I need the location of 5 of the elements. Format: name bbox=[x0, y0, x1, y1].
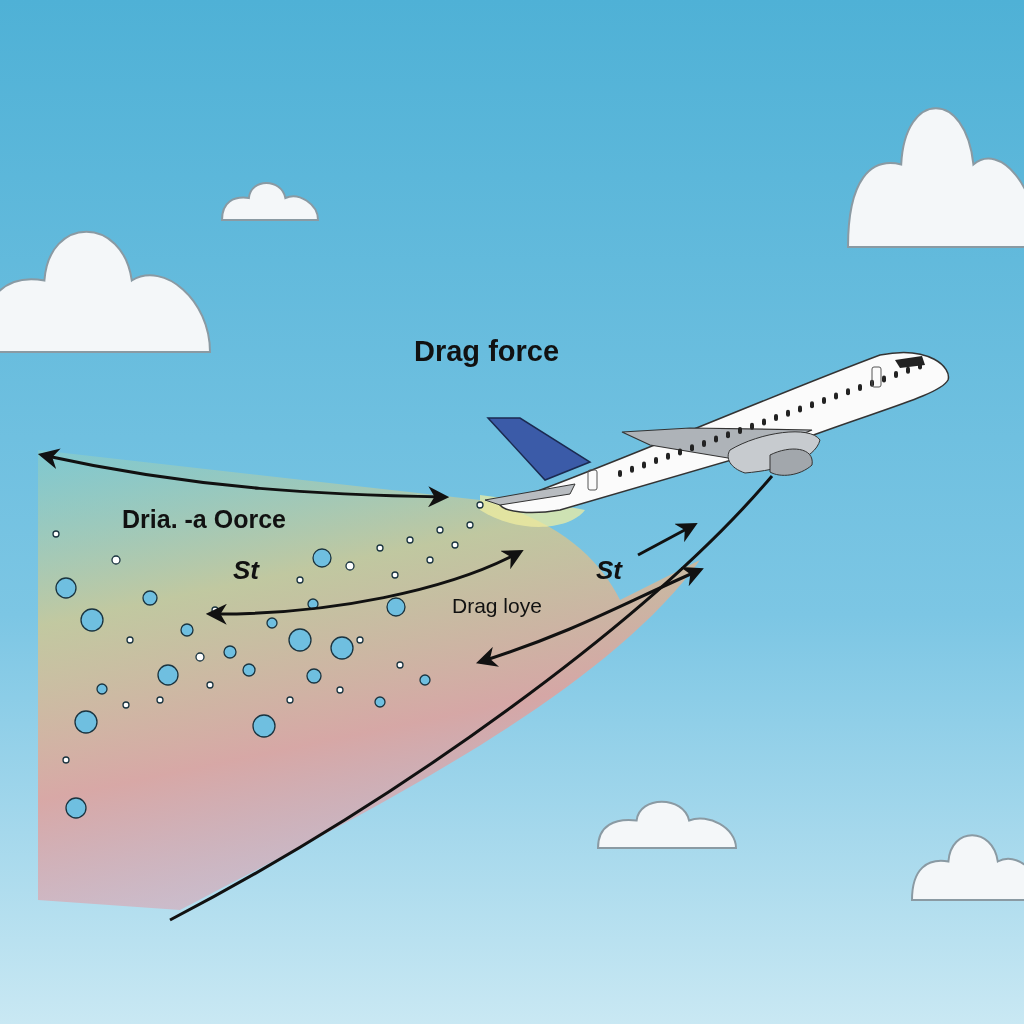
force-label: St bbox=[233, 556, 259, 585]
heading-label: Drag force bbox=[414, 336, 560, 368]
force-label: Drag loye bbox=[452, 594, 542, 618]
force-label: St bbox=[596, 556, 622, 585]
force-label: Dria. -a Oorce bbox=[122, 506, 286, 534]
